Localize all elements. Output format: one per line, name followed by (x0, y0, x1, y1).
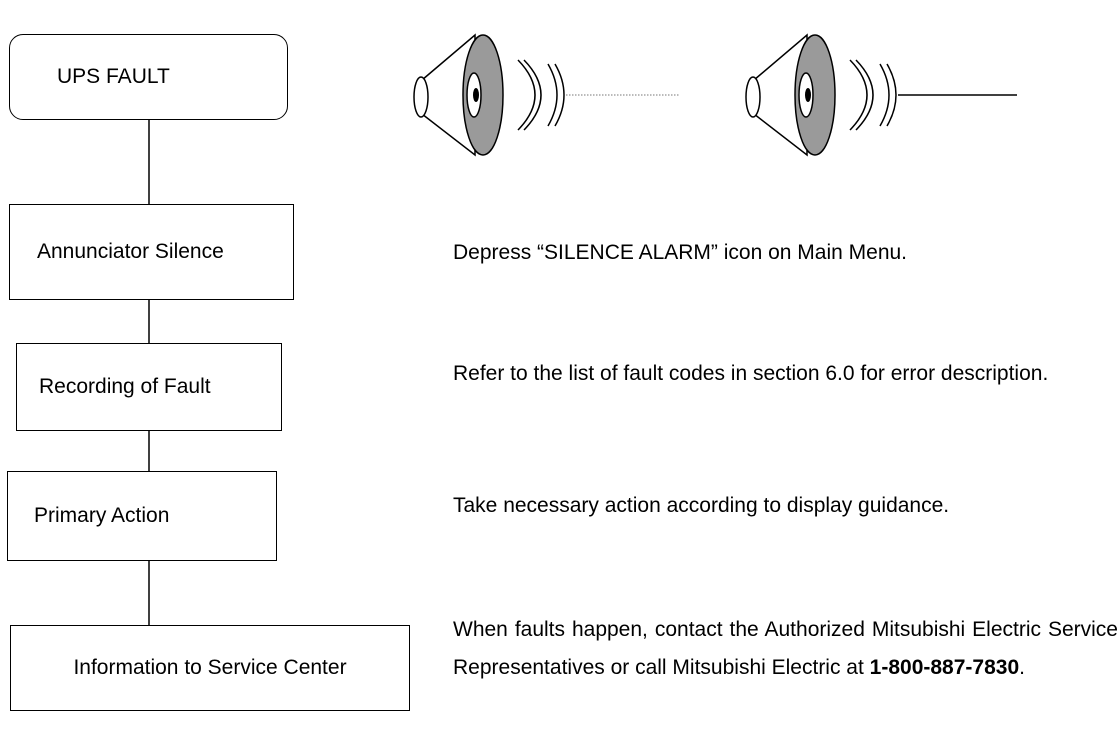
step-annunciator-silence: Annunciator Silence (9, 204, 294, 300)
step-primary-action: Primary Action (7, 471, 277, 561)
step-recording-of-fault: Recording of Fault (16, 343, 282, 431)
silence-description: Depress “SILENCE ALARM” icon on Main Men… (453, 241, 908, 264)
step-label: UPS FAULT (57, 65, 170, 88)
primary-action-description: Take necessary action according to displ… (453, 494, 950, 517)
step-label: Primary Action (34, 504, 170, 527)
service-center-description: When faults happen, contact the Authoriz… (453, 618, 1118, 679)
service-phone-number: 1-800-887-7830 (869, 656, 1020, 679)
step-label: Recording of Fault (39, 375, 211, 398)
step-label: Information to Service Center (73, 656, 347, 679)
step-ups-fault: UPS FAULT (9, 34, 288, 120)
step-information-to-service-center: Information to Service Center (10, 625, 410, 711)
alarm-speaker-icon (413, 33, 680, 157)
step-label: Annunciator Silence (37, 240, 224, 263)
alarm-speaker-icon (745, 33, 1017, 157)
recording-description: Refer to the list of fault codes in sect… (453, 362, 1049, 385)
